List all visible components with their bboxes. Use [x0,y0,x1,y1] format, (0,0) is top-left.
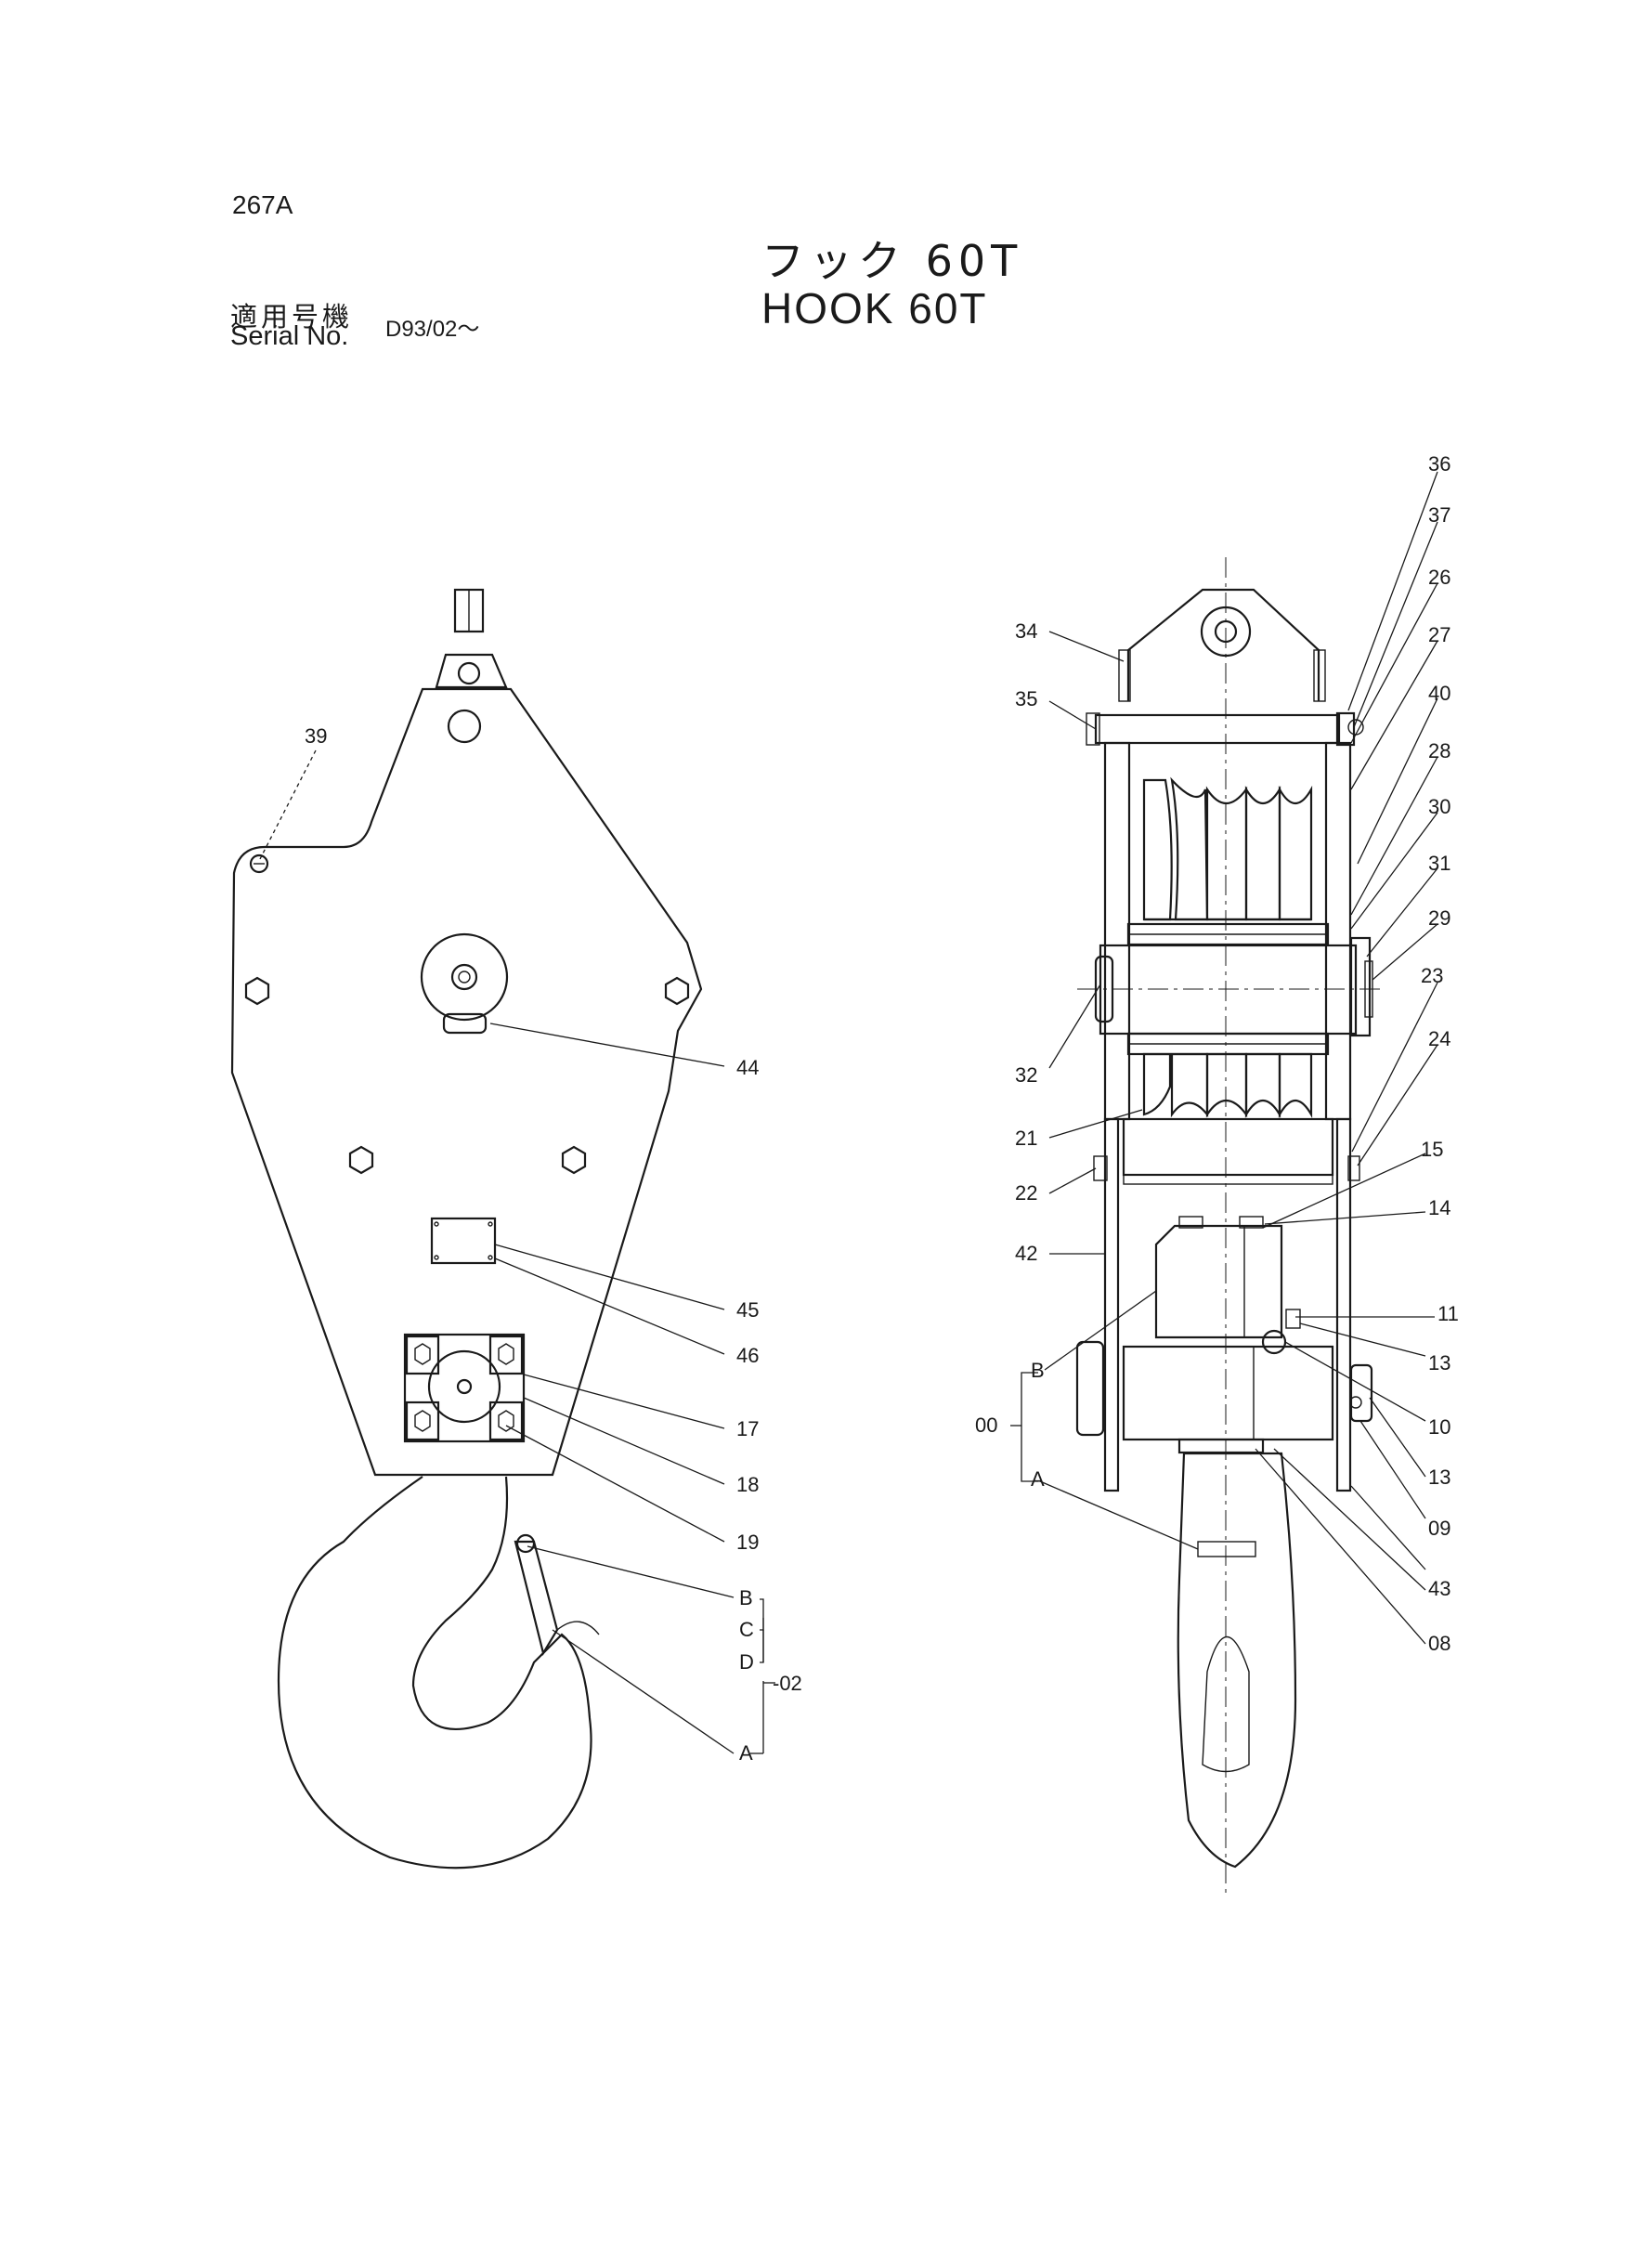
callout-45: 45 [736,1298,759,1322]
callout-08: 08 [1428,1632,1450,1655]
callout-B-right: B [1031,1359,1045,1382]
crosshead-pin [1094,713,1341,745]
callout-24: 24 [1428,1027,1450,1050]
serial-label-english: Serial No. [230,321,349,351]
side-plate-right [1324,741,1352,1121]
callout-36: 36 [1428,452,1450,476]
callout-46: 46 [736,1344,759,1367]
lower-sheaves [1142,1052,1313,1119]
callout-23: 23 [1421,964,1443,987]
callout-35: 35 [1015,687,1037,710]
callout-21: 21 [1015,1127,1037,1150]
callout-28: 28 [1428,739,1450,762]
callout-09: 09 [1428,1517,1450,1540]
callout-10: 10 [1428,1415,1450,1439]
sheave-hub [420,932,509,1022]
hex-bolt [244,976,270,1006]
callout-14: 14 [1428,1196,1450,1219]
callout-18: 18 [736,1473,759,1496]
callout-00: 00 [975,1414,997,1437]
swivel-retainer [403,1333,526,1443]
side-plate-left [1103,741,1131,1121]
swivel-housing [1154,1224,1283,1339]
callout-13b: 13 [1428,1466,1450,1489]
plate-44 [442,1012,488,1035]
title-english: HOOK 60T [761,284,988,332]
page-code: 267A [232,190,293,219]
hex-bolt [561,1145,587,1175]
callout-22: 22 [1015,1181,1037,1205]
serial-label-japanese: 適用号機 [230,301,354,332]
callout-29: 29 [1428,906,1450,930]
callout-D-left: D [739,1650,754,1674]
callout-39: 39 [305,724,327,748]
callout-42: 42 [1015,1242,1037,1265]
side-section-view [1075,557,1384,1895]
callout-11: 11 [1437,1302,1459,1325]
block-body [230,687,703,1477]
nameplate [430,1217,497,1265]
upper-hole [447,709,482,744]
hex-bolt [348,1145,374,1175]
top-bracket [435,653,508,689]
grease-nipple [249,853,269,874]
top-shackle [1126,588,1320,701]
swivel-nut [427,1349,501,1424]
hook-shank-side [1177,1452,1297,1869]
callout-34: 34 [1015,619,1037,643]
callout-43: 43 [1428,1577,1450,1600]
callout-15: 15 [1421,1138,1443,1161]
callout-B-left: B [739,1586,753,1609]
callout-17: 17 [736,1417,759,1440]
callout-A-right: A [1031,1467,1045,1491]
upper-sheaves [1142,776,1313,921]
callout-31: 31 [1428,852,1450,875]
side-view-leaders [1010,471,1438,1645]
callout-32: 32 [1015,1063,1037,1087]
callout-44: 44 [736,1056,759,1079]
callout-02: -02 [773,1672,802,1695]
front-view [230,588,703,1870]
callout-37: 37 [1428,503,1450,527]
hook [277,1476,592,1870]
thrust-housing [1122,1345,1334,1441]
title-japanese: フック 60T [761,236,1023,286]
hex-bolt [664,976,690,1006]
callout-labels: 36 37 26 27 40 28 30 31 29 23 24 15 14 1… [305,452,1459,1765]
safety-latch [514,1540,559,1656]
callout-30: 30 [1428,795,1450,818]
callout-26: 26 [1428,566,1450,589]
callout-40: 40 [1428,682,1450,705]
front-view-leaders [259,749,775,1754]
callout-13a: 13 [1428,1351,1450,1375]
callout-A-left: A [739,1741,753,1765]
callout-27: 27 [1428,623,1450,646]
serial-number-value: D93/02～ [385,317,480,342]
lower-plate-right [1335,1117,1352,1492]
callout-19: 19 [736,1531,759,1554]
callout-C-left: C [739,1618,754,1641]
